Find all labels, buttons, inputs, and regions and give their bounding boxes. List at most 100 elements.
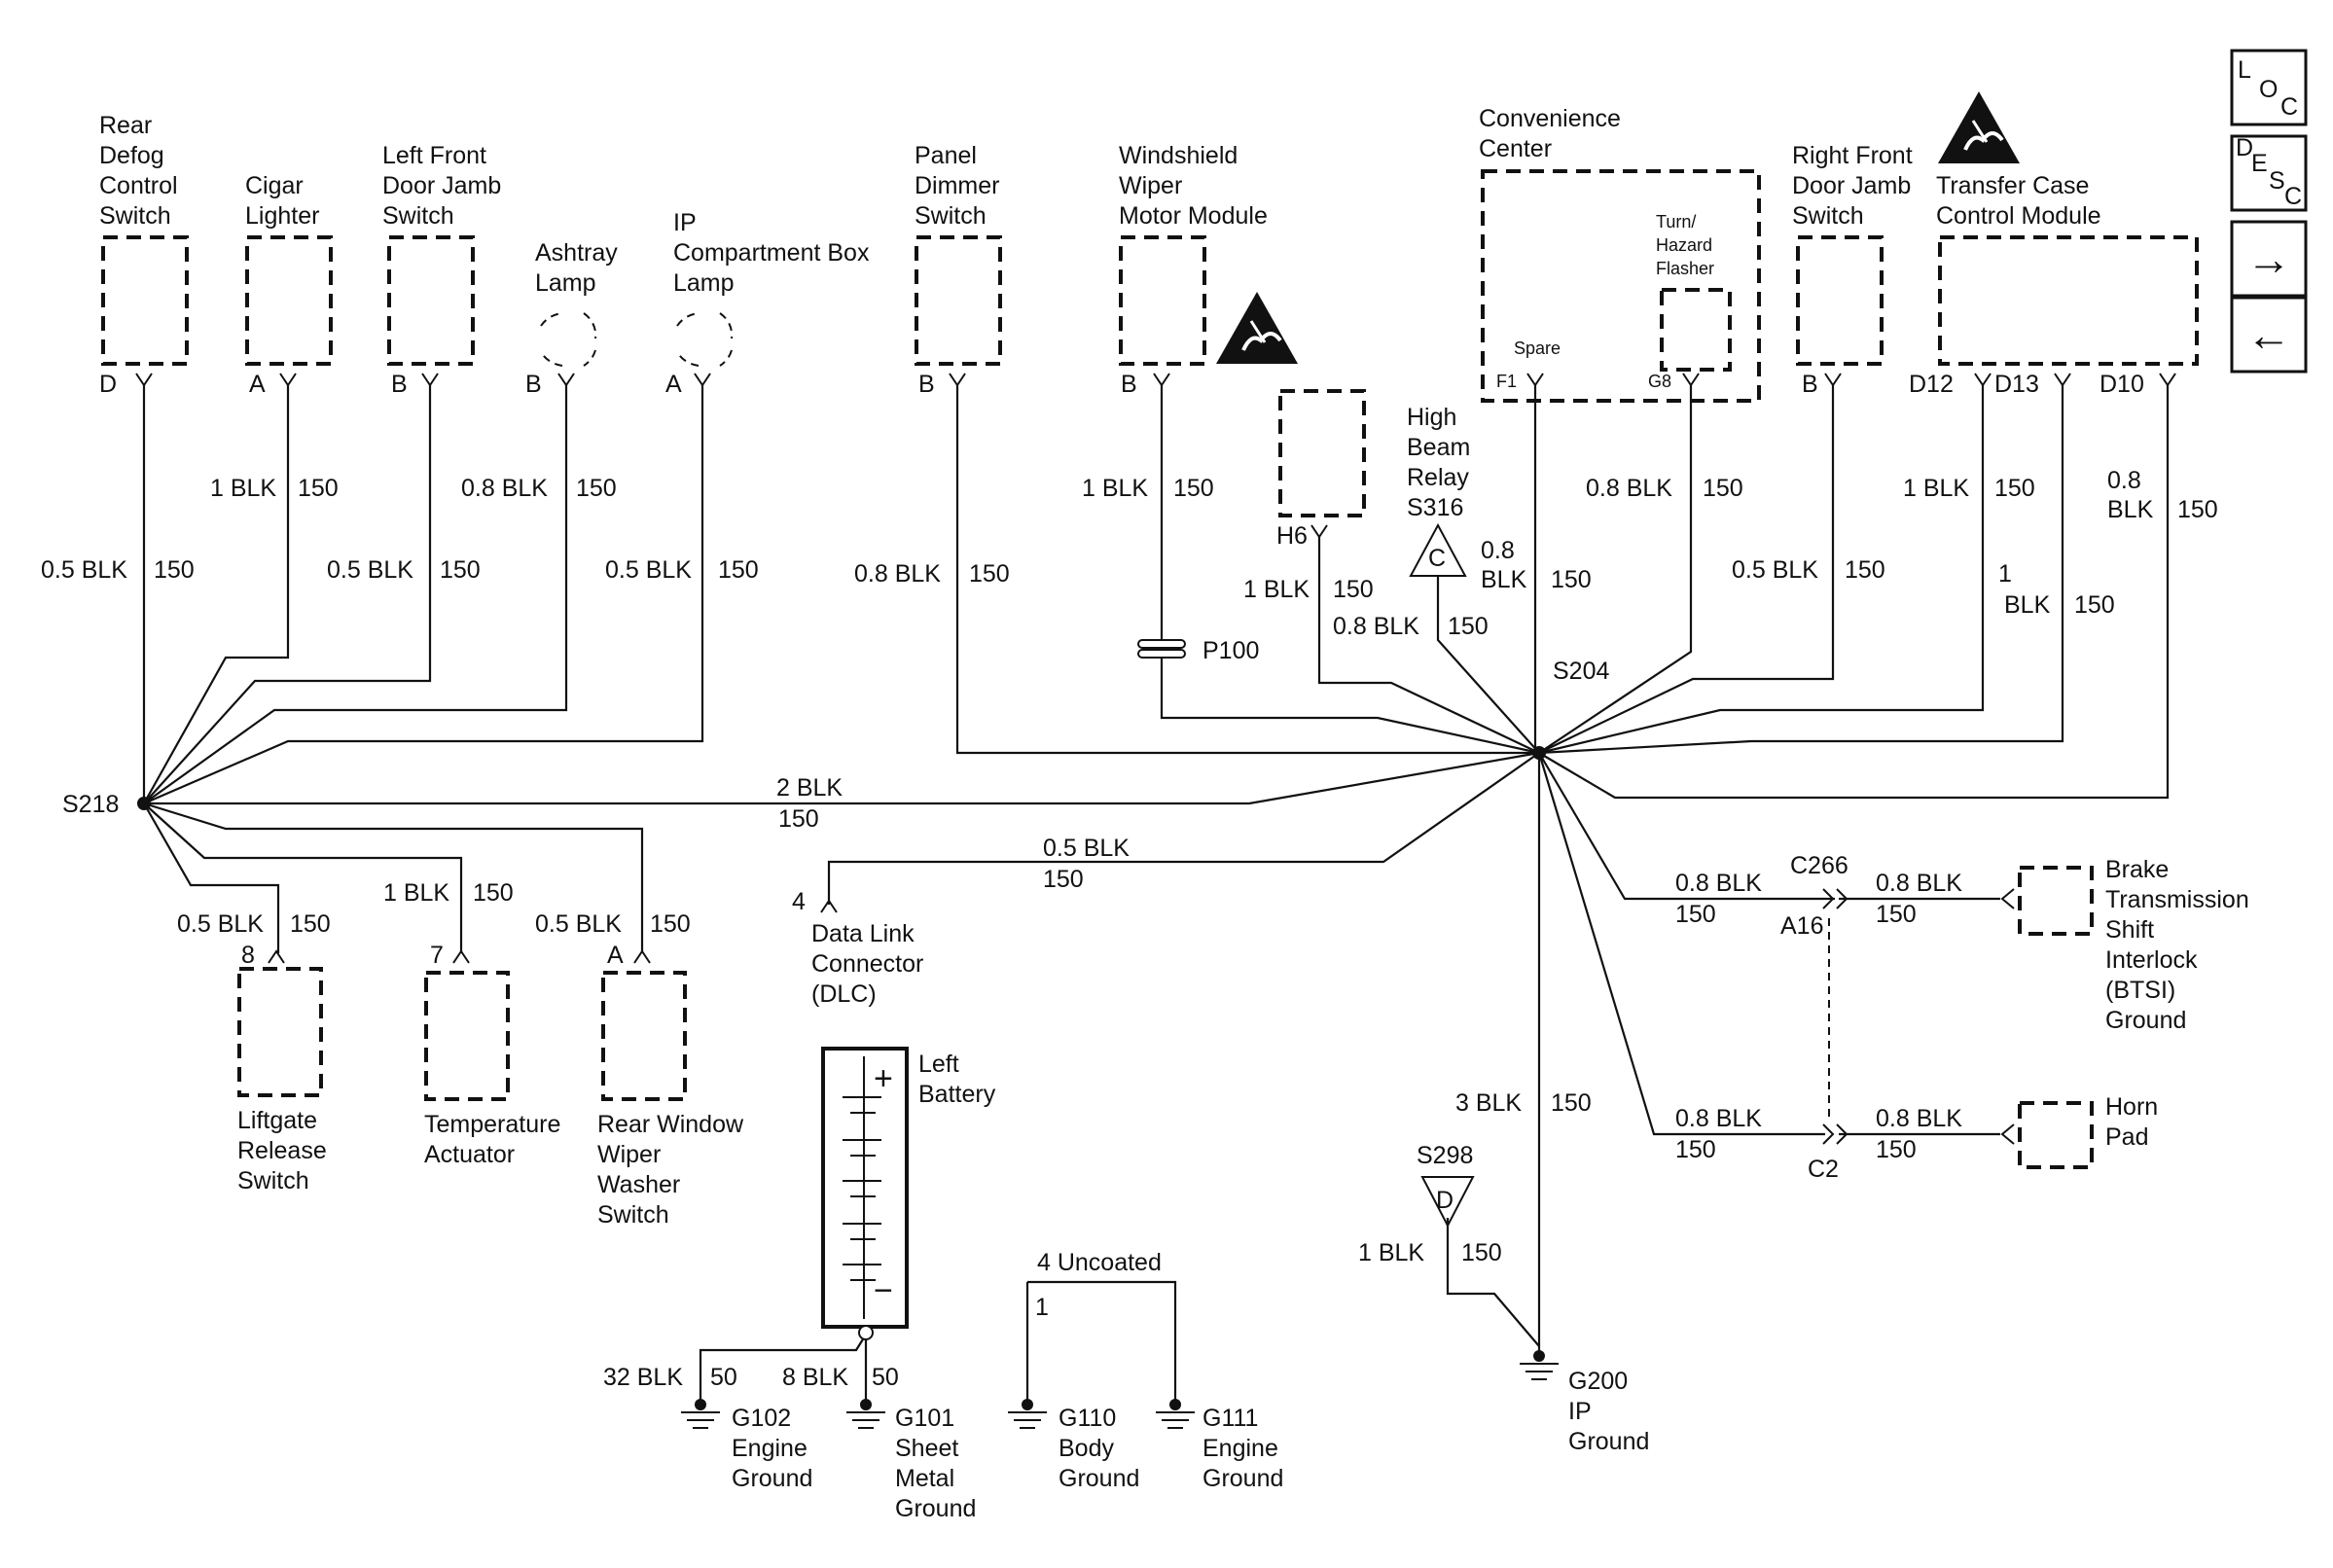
wire-gauge: 1 BLK — [1243, 576, 1310, 603]
component-label: Left — [918, 1051, 959, 1078]
ground-label: Ground — [895, 1495, 976, 1522]
wire-gauge: 0.8 BLK — [1876, 1105, 1962, 1132]
component-label: Beam — [1407, 434, 1470, 461]
component-label: Transfer Case — [1936, 172, 2089, 199]
pin-connectors — [135, 373, 2176, 539]
high-beam-relay: High Beam Relay S316 C — [1407, 404, 1470, 577]
pin-label: Spare — [1514, 339, 1561, 358]
panel-dimmer-switch: Panel Dimmer Switch B — [915, 142, 1002, 398]
desc-button[interactable]: D E S C — [2230, 134, 2308, 212]
component-label: Control — [99, 172, 178, 199]
component-label: Flasher — [1656, 259, 1714, 278]
wire-gauge: 0.8 BLK — [854, 560, 941, 588]
component-label: (DLC) — [811, 980, 877, 1008]
wire-gauge: 2 BLK — [776, 774, 843, 802]
wire-circuit: 150 — [290, 910, 331, 938]
component-label: Ashtray — [535, 239, 618, 267]
wire-circuit: 150 — [1461, 1239, 1502, 1266]
component-label: (BTSI) — [2105, 977, 2175, 1004]
splice-s218-dot — [137, 797, 151, 810]
component-label: Turn/ — [1656, 212, 1696, 232]
transfer-case-control-module: Transfer Case Control Module D12 D13 D10 — [1909, 172, 2199, 398]
pin-label: F1 — [1496, 372, 1517, 391]
ip-compartment-box-lamp: IP Compartment Box Lamp A — [665, 209, 870, 398]
windshield-wiper-motor-module: Windshield Wiper Motor Module B — [1119, 142, 1268, 398]
wire-circuit: 150 — [1551, 1089, 1592, 1117]
wire-gauge: BLK — [1481, 566, 1527, 593]
splice-label: D — [1436, 1187, 1454, 1214]
ground-label: G111 — [1202, 1405, 1258, 1432]
next-button[interactable]: → — [2230, 220, 2308, 298]
wire-circuit: 150 — [2074, 591, 2115, 619]
ground-label: G110 — [1059, 1405, 1116, 1432]
pin-label: 1 — [1035, 1294, 1049, 1321]
wire-circuit: 50 — [710, 1364, 737, 1391]
battery-positive-sign: + — [874, 1060, 893, 1097]
component-label: Shift — [2105, 916, 2154, 944]
right-front-door-jamb-switch: Right Front Door Jamb Switch B — [1792, 142, 1913, 398]
component-label: Switch — [382, 202, 454, 230]
wire-gauge: 0.5 BLK — [605, 556, 692, 584]
component-label: Rear — [99, 112, 152, 139]
prev-button[interactable]: ← — [2230, 296, 2308, 374]
connector-label: C2 — [1808, 1156, 1839, 1183]
left-battery: + − Left Battery — [821, 1047, 996, 1340]
ground-label: Metal — [895, 1465, 954, 1492]
ground-g102: G102 Engine Ground — [681, 1399, 812, 1492]
wire-circuit: 150 — [1448, 613, 1489, 640]
desc-letter: E — [2251, 150, 2268, 177]
pin-label: H6 — [1276, 522, 1308, 550]
ground-g110: G110 Body Ground — [1008, 1399, 1139, 1492]
component-label: Release — [237, 1137, 327, 1164]
pin-label: B — [918, 371, 935, 398]
wires — [142, 385, 2170, 1403]
connector-c2: C2 — [1808, 1123, 1848, 1183]
component-label: High — [1407, 404, 1456, 431]
pin-label: D — [99, 371, 117, 398]
component-label: Battery — [918, 1081, 996, 1108]
wire-labels: 0.5 BLK 150 1 BLK 150 0.5 BLK 150 0.8 BL… — [41, 467, 2218, 1391]
component-label: Lamp — [673, 269, 735, 297]
pin-label: 8 — [241, 942, 255, 969]
component-label: Wiper — [597, 1141, 661, 1168]
loc-letter: O — [2259, 76, 2278, 103]
wire-gauge: 0.5 BLK — [41, 556, 127, 584]
pin-label: B — [391, 371, 408, 398]
arrow-right-icon: → — [2246, 233, 2291, 284]
ground-label: Body — [1059, 1435, 1114, 1462]
pin-label: 4 — [792, 888, 806, 915]
component-label: Switch — [237, 1167, 309, 1194]
ground-label: Ground — [1568, 1428, 1649, 1455]
p100-connector: P100 — [1137, 637, 1259, 664]
wire-circuit: 150 — [473, 879, 514, 907]
connector-label: A16 — [1780, 912, 1823, 940]
component-label: Dimmer — [915, 172, 1000, 199]
wire-gauge: 1 BLK — [1082, 475, 1148, 502]
loc-button[interactable]: L O C — [2230, 49, 2308, 126]
ground-label: G102 — [732, 1405, 791, 1432]
wire-circuit: 150 — [1173, 475, 1214, 502]
component-label: Data Link — [811, 920, 915, 947]
wire-circuit: 150 — [1876, 1136, 1917, 1163]
splice-s218-label: S218 — [62, 791, 119, 818]
component-label: Compartment Box — [673, 239, 870, 267]
wire-gauge: 0.8 BLK — [461, 475, 548, 502]
splice-s204-label: S204 — [1553, 658, 1609, 685]
wire-circuit: 150 — [650, 910, 691, 938]
component-label: Rear Window — [597, 1111, 744, 1138]
data-link-connector: 4 Data Link Connector (DLC) — [792, 888, 923, 1008]
component-label: Ground — [2105, 1007, 2186, 1034]
pin-label: B — [1121, 371, 1137, 398]
connector-label: C266 — [1790, 852, 1848, 879]
wire-circuit: 150 — [1675, 1136, 1716, 1163]
pin-label: D10 — [2100, 371, 2144, 398]
component-label: Washer — [597, 1171, 680, 1198]
pin-label: D13 — [1994, 371, 2039, 398]
rear-defog-switch: Rear Defog Control Switch D — [99, 112, 189, 398]
wire-circuit: 150 — [718, 556, 759, 584]
ground-g101: G101 Sheet Metal Ground — [846, 1399, 976, 1522]
wire-circuit: 150 — [1333, 576, 1374, 603]
ground-label: Ground — [1059, 1465, 1139, 1492]
component-label: Center — [1479, 135, 1552, 162]
ground-label: Ground — [1202, 1465, 1283, 1492]
